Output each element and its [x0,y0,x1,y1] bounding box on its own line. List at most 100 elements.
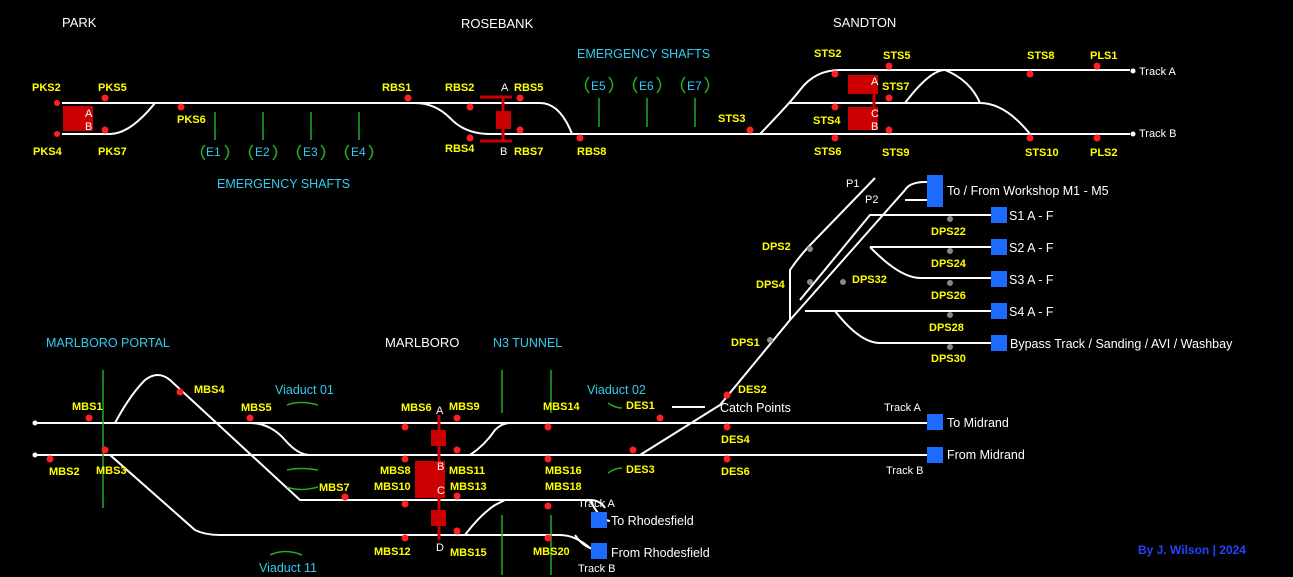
signal-sts9[interactable]: STS9 [882,147,910,159]
signal-mbs11[interactable]: MBS11 [449,465,485,477]
signal-lamp-pks7[interactable] [101,126,109,134]
signal-mbs14[interactable]: MBS14 [543,401,581,413]
signal-rbs5[interactable]: RBS5 [514,82,543,94]
signal-dps30[interactable]: DPS30 [931,353,966,365]
signal-lamp-mbs9[interactable] [453,414,461,422]
signal-dps26[interactable]: DPS26 [931,290,966,302]
signal-mbs13[interactable]: MBS13 [450,481,487,493]
signal-sts8[interactable]: STS8 [1027,50,1055,62]
signal-dps24[interactable]: DPS24 [931,258,967,270]
signal-lamp-mbs13[interactable] [453,492,461,500]
signal-lamp-mbs2[interactable] [46,455,54,463]
signal-sts6[interactable]: STS6 [814,146,842,158]
signal-pks2[interactable]: PKS2 [32,82,61,94]
signal-pls1[interactable]: PLS1 [1090,50,1118,62]
signal-mbs12[interactable]: MBS12 [374,546,411,558]
signal-des3[interactable]: DES3 [626,464,655,476]
signal-des4[interactable]: DES4 [721,434,751,446]
signal-des2[interactable]: DES2 [738,384,767,396]
signal-rbs4[interactable]: RBS4 [445,143,475,155]
signal-sts3[interactable]: STS3 [718,113,746,125]
signal-mbs7[interactable]: MBS7 [319,482,350,494]
signal-lamp-mbs7[interactable] [341,493,349,501]
signal-sts4[interactable]: STS4 [813,115,841,127]
signal-lamp-dps24[interactable] [947,248,953,254]
signal-lamp-des2[interactable] [723,391,731,399]
signal-dps32[interactable]: DPS32 [852,274,887,286]
signal-des1[interactable]: DES1 [626,400,655,412]
signal-lamp-dps30[interactable] [947,344,953,350]
signal-lamp-des3[interactable] [629,446,637,454]
signal-mbs8[interactable]: MBS8 [380,465,411,477]
signal-mbs20[interactable]: MBS20 [533,546,570,558]
signal-sts7[interactable]: STS7 [882,81,910,93]
signal-mbs2[interactable]: MBS2 [49,466,80,478]
signal-mbs15[interactable]: MBS15 [450,547,487,559]
signal-lamp-des1[interactable] [656,414,664,422]
signal-mbs16[interactable]: MBS16 [545,465,582,477]
signal-lamp-sts6[interactable] [831,134,839,142]
signal-lamp-rbs7[interactable] [516,126,524,134]
signal-lamp-mbs18[interactable] [544,502,552,510]
signal-mbs1[interactable]: MBS1 [72,401,103,413]
signal-sts10[interactable]: STS10 [1025,147,1059,159]
signal-pls2[interactable]: PLS2 [1090,147,1118,159]
signal-sts2[interactable]: STS2 [814,48,842,60]
signal-lamp-rbs4[interactable] [466,134,474,142]
signal-pks6[interactable]: PKS6 [177,114,206,126]
signal-lamp-sts9[interactable] [885,126,893,134]
signal-lamp-sts4[interactable] [831,103,839,111]
signal-lamp-sts2[interactable] [831,70,839,78]
signal-lamp-dps26[interactable] [947,280,953,286]
signal-lamp-sts10[interactable] [1026,134,1034,142]
signal-lamp-des6[interactable] [723,455,731,463]
signal-lamp-mbs1[interactable] [85,414,93,422]
signal-lamp-rbs2[interactable] [466,103,474,111]
signal-mbs3[interactable]: MBS3 [96,465,127,477]
signal-lamp-dps22[interactable] [947,216,953,222]
signal-lamp-dps1[interactable] [767,337,773,343]
signal-rbs7[interactable]: RBS7 [514,146,543,158]
signal-lamp-pks6[interactable] [177,103,185,111]
signal-des6[interactable]: DES6 [721,466,750,478]
signal-dps4[interactable]: DPS4 [756,279,786,291]
signal-lamp-pls1[interactable] [1093,62,1101,70]
signal-lamp-sts7[interactable] [885,94,893,102]
signal-lamp-dps4[interactable] [807,279,813,285]
signal-pks5[interactable]: PKS5 [98,82,127,94]
signal-pks4[interactable]: PKS4 [33,146,63,158]
signal-lamp-sts8[interactable] [1026,70,1034,78]
signal-dps1[interactable]: DPS1 [731,337,760,349]
signal-lamp-sts3[interactable] [746,126,754,134]
signal-dps22[interactable]: DPS22 [931,226,966,238]
signal-lamp-des4[interactable] [723,423,731,431]
signal-lamp-mbs15[interactable] [453,527,461,535]
signal-lamp-mbs6[interactable] [401,423,409,431]
signal-mbs10[interactable]: MBS10 [374,481,411,493]
signal-lamp-mbs11[interactable] [453,446,461,454]
signal-mbs18[interactable]: MBS18 [545,481,582,493]
signal-lamp-mbs16[interactable] [544,455,552,463]
signal-lamp-sts5[interactable] [885,62,893,70]
signal-lamp-mbs14[interactable] [544,423,552,431]
signal-lamp-mbs4[interactable] [176,388,184,396]
signal-mbs5[interactable]: MBS5 [241,402,272,414]
signal-lamp-pls2[interactable] [1093,134,1101,142]
signal-dps28[interactable]: DPS28 [929,322,964,334]
signal-mbs6[interactable]: MBS6 [401,402,432,414]
signal-lamp-mbs12[interactable] [401,534,409,542]
signal-mbs9[interactable]: MBS9 [449,401,480,413]
signal-rbs8[interactable]: RBS8 [577,146,606,158]
signal-lamp-dps32[interactable] [840,279,846,285]
signal-lamp-mbs10[interactable] [401,500,409,508]
signal-lamp-rbs5[interactable] [516,94,524,102]
signal-lamp-pks5[interactable] [101,94,109,102]
signal-lamp-dps2[interactable] [807,246,813,252]
signal-pks7[interactable]: PKS7 [98,146,127,158]
signal-mbs4[interactable]: MBS4 [194,384,225,396]
signal-rbs2[interactable]: RBS2 [445,82,474,94]
signal-lamp-mbs5[interactable] [246,414,254,422]
signal-rbs1[interactable]: RBS1 [382,82,411,94]
signal-lamp-rbs8[interactable] [576,134,584,142]
signal-lamp-dps28[interactable] [947,312,953,318]
